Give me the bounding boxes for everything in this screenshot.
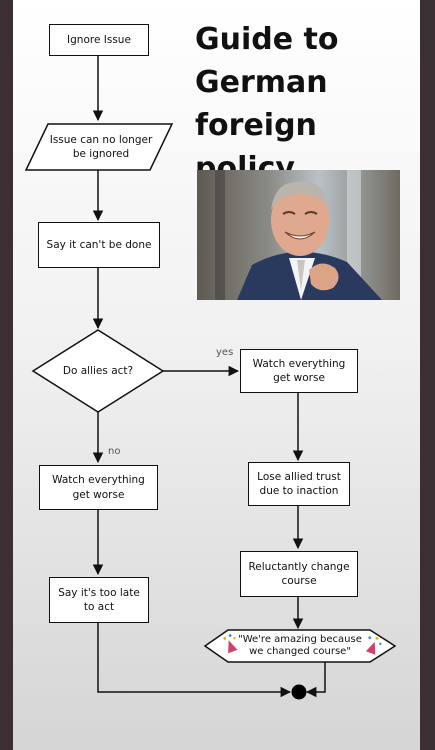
node-cant-be-done: Say it can't be done — [38, 222, 160, 268]
party-popper-icon-left — [223, 634, 238, 654]
node-too-late: Say it's too late to act — [49, 577, 149, 623]
edge-label-yes: yes — [216, 347, 234, 358]
node-issue-no-longer: Issue can no longer be ignored — [49, 133, 153, 160]
diamond-decision — [31, 329, 165, 413]
node-watch-worse-yes: Watch everything get worse — [240, 349, 358, 393]
node-change-course: Reluctantly change course — [240, 551, 358, 597]
node-amazing: "We're amazing because we changed course… — [238, 633, 362, 658]
node-lose-trust: Lose allied trust due to inaction — [248, 462, 350, 506]
party-popper-icon-right — [365, 636, 382, 655]
arrow-tooLate-to-end — [97, 623, 292, 698]
politician-photo — [197, 170, 400, 300]
arrow-amazing-to-end — [305, 662, 326, 698]
node-ignore-issue: Ignore Issue — [49, 24, 149, 56]
end-node — [291, 684, 307, 700]
node-watch-worse-no: Watch everything get worse — [39, 465, 158, 510]
poster-title: Guide to German foreign policy — [195, 22, 339, 186]
edge-label-no: no — [108, 446, 121, 457]
hexagon-amazing — [203, 629, 397, 663]
parallelogram-no-longer — [24, 123, 174, 171]
node-decision: Do allies act? — [62, 364, 134, 377]
